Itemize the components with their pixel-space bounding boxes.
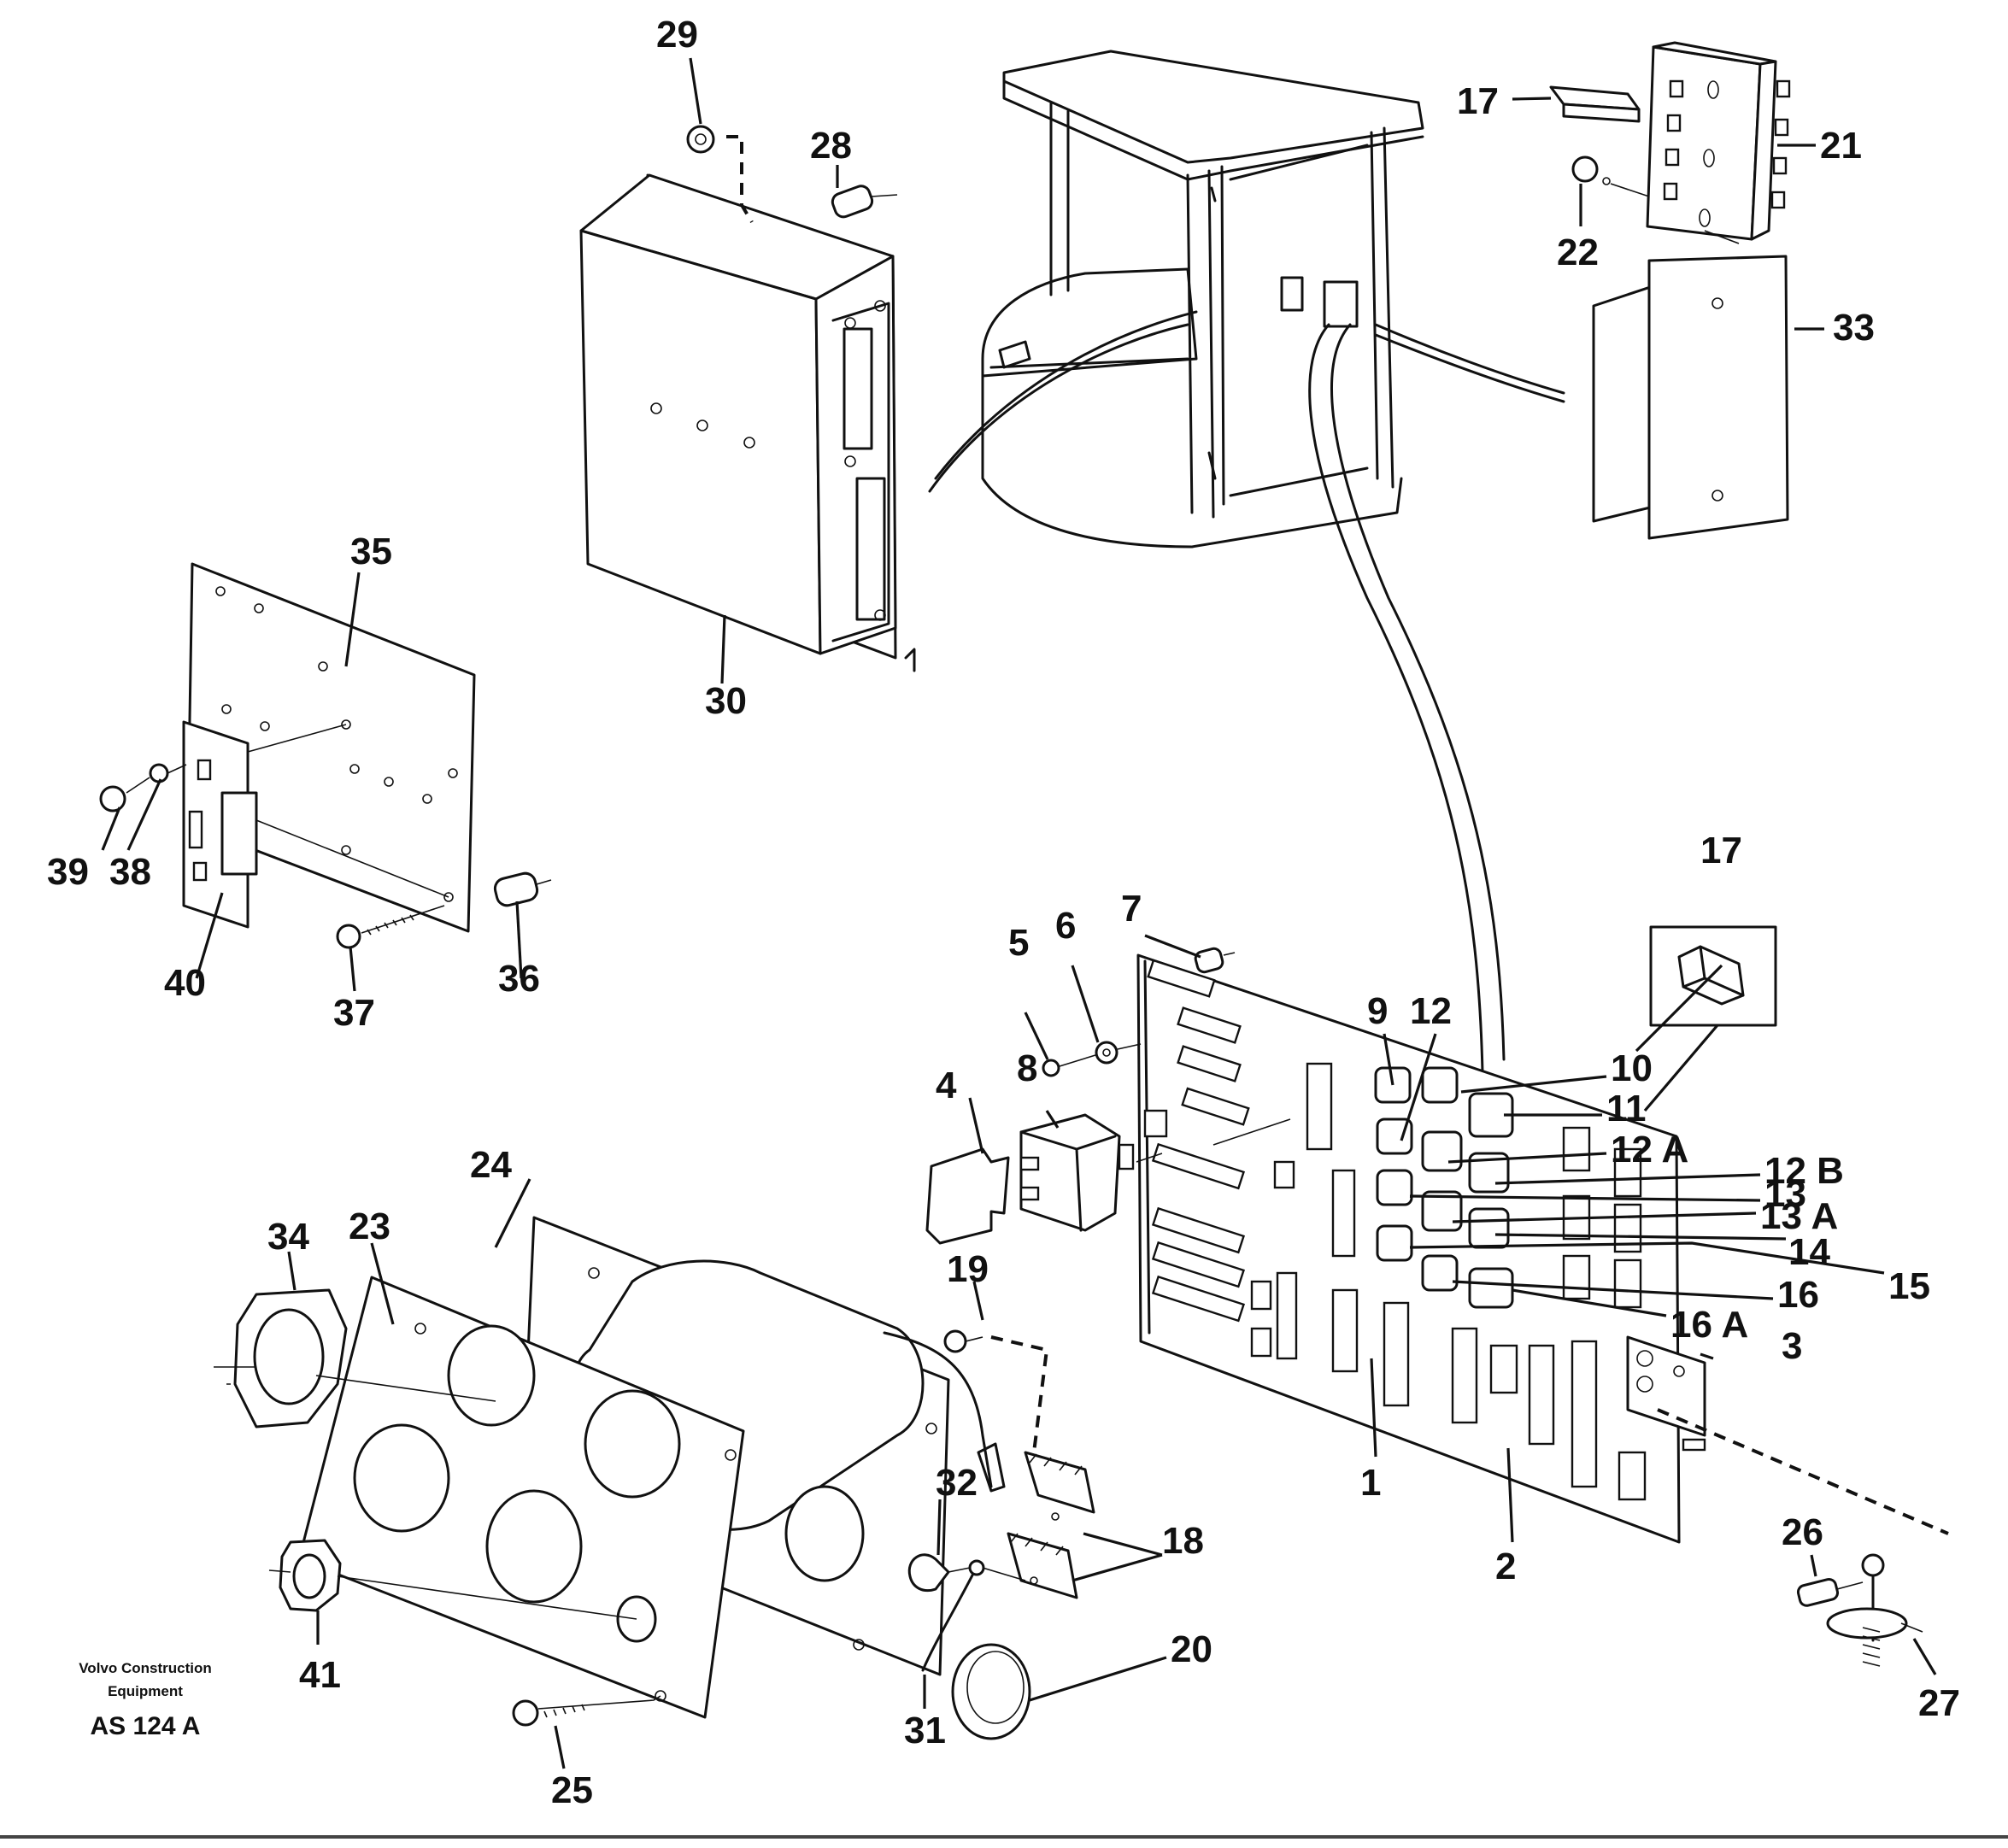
label-11: 11 [1606,1088,1647,1129]
label-36: 36 [498,958,540,1000]
screws-5-6-7 [1042,947,1236,1077]
label-4: 4 [936,1065,957,1106]
clip-4 [925,1147,1010,1245]
bottom-rule [0,1835,2008,1839]
label-39: 39 [47,851,89,893]
label-18: 18 [1162,1520,1204,1562]
spacer-36 [493,871,552,907]
spacer-28 [831,185,898,219]
label-13a: 13 A [1760,1195,1838,1237]
terminal-18 [1007,1451,1095,1599]
label-26: 26 [1782,1511,1823,1553]
label-41: 41 [299,1654,341,1696]
cab-illustration [981,50,1424,549]
gauge-panel-23 [297,1276,745,1719]
caption-line1: Volvo Construction [79,1660,212,1676]
label-17-mid: 17 [1700,830,1742,871]
label-20: 20 [1171,1628,1212,1670]
nut-41 [268,1539,637,1620]
circuit-board-40 [182,720,449,929]
label-16: 16 [1777,1274,1819,1316]
label-29: 29 [656,14,698,56]
label-16a: 16 A [1670,1304,1748,1346]
cables [928,310,1565,1074]
fuse-holder-21 [1646,41,1791,244]
label-22: 22 [1557,232,1599,273]
label-38: 38 [109,851,151,893]
label-5: 5 [1008,922,1029,964]
label-10: 10 [1611,1047,1653,1089]
wire-harness-31 [883,1331,1006,1672]
label-9: 9 [1367,990,1388,1032]
lamp-32 [907,1553,1026,1593]
leader-lines [101,57,1937,1769]
label-25: 25 [551,1769,593,1811]
screw-37 [336,905,445,949]
label-35: 35 [350,531,392,572]
clamp-27 [1826,1553,1923,1667]
label-12a: 12 A [1611,1129,1688,1170]
label-17-top: 17 [1457,80,1499,122]
bolt-26 [1796,1577,1864,1607]
label-33: 33 [1833,307,1875,349]
nut-34 [214,1288,496,1429]
label-8: 8 [1017,1047,1037,1089]
control-unit-30 [579,173,916,672]
label-19: 19 [947,1248,989,1290]
bracket-33 [1592,255,1789,540]
fuse-17-inset [1649,925,1777,1027]
nut-22 [1571,155,1650,197]
label-7: 7 [1121,888,1142,930]
publisher-caption: Volvo Construction Equipment AS 124 A [79,1660,212,1740]
label-28: 28 [810,125,852,167]
cap-20 [951,1643,1031,1740]
caption-code: AS 124 A [91,1712,201,1740]
label-27: 27 [1918,1682,1960,1724]
screw-25 [512,1695,661,1727]
label-23: 23 [349,1206,390,1247]
label-31: 31 [904,1710,946,1751]
label-40: 40 [164,962,206,1004]
nut-29 [686,125,754,224]
label-32: 32 [936,1462,978,1504]
label-6: 6 [1055,905,1076,947]
label-12: 12 [1410,990,1452,1032]
label-3: 3 [1782,1325,1802,1367]
label-37: 37 [333,992,375,1034]
relay-8 [1019,1113,1163,1232]
label-24: 24 [470,1144,512,1186]
circuit-board-1 [1136,953,1681,1544]
label-2: 2 [1495,1546,1516,1587]
label-30: 30 [705,680,747,722]
label-14: 14 [1788,1231,1830,1273]
label-21: 21 [1820,125,1862,167]
screws-38-39 [99,763,187,813]
fuse-17-top [1549,85,1641,123]
ground-cable-dashed [1657,1408,1949,1535]
caption-line2: Equipment [108,1683,183,1699]
label-34: 34 [267,1216,309,1258]
nut-19 [943,1329,1049,1453]
label-12b: 12 B [1764,1150,1844,1192]
part-labels: 29 28 17 21 22 33 30 35 39 38 40 37 36 5… [47,14,1960,1811]
label-13: 13 [1764,1173,1806,1215]
label-1: 1 [1360,1462,1381,1504]
label-15: 15 [1888,1265,1930,1307]
bracket-3 [1626,1335,1706,1452]
